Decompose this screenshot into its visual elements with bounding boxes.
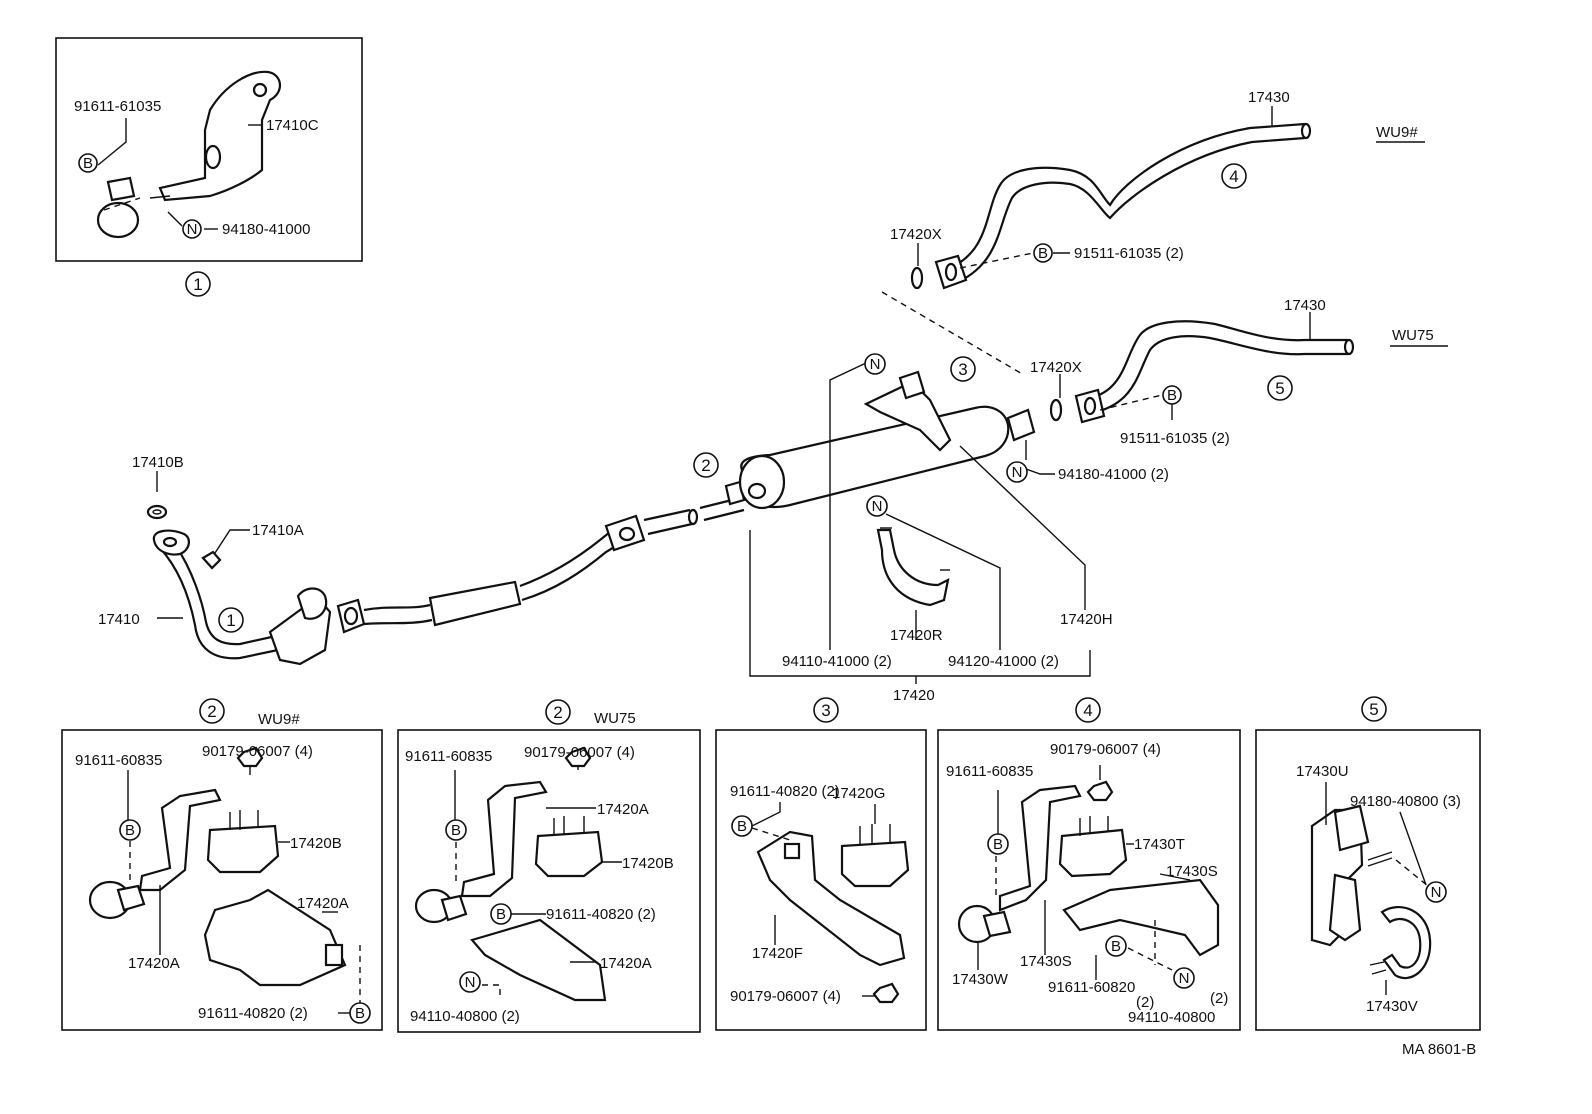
tailpipe-wu75: B 5 17420X 91511-61035 (2) 17430 WU75 xyxy=(1030,297,1448,447)
circled-number-2: 2 xyxy=(207,702,216,721)
bolt-symbol: B xyxy=(1167,387,1177,404)
part-label: 17420B xyxy=(290,835,342,852)
part-label: 17420A xyxy=(297,895,349,912)
part-label-17420X: 17420X xyxy=(890,226,942,243)
part-label: 90179-06007 (4) xyxy=(524,744,635,761)
detail-2-wu75-panel: 2 WU75 B B N 91611-60835 90179-06007 (4)… xyxy=(397,699,701,1033)
part-label-91611-61035: 91611-61035 xyxy=(74,98,161,115)
part-label-17420X: 17420X xyxy=(1030,359,1082,376)
part-label-91511-61035: 91511-61035 (2) xyxy=(1120,430,1230,447)
detail-1-frame xyxy=(55,37,363,262)
part-label: 91611-60820 xyxy=(1048,979,1135,996)
part-label: 90179-06007 (4) xyxy=(730,988,841,1005)
tailpipe-wu9: B 4 17420X 91511-61035 (2) 17430 WU9# xyxy=(881,89,1425,376)
nut-symbol: N xyxy=(872,498,883,515)
bolt-symbol: B xyxy=(1111,938,1121,955)
part-label: 17430S xyxy=(1166,863,1218,880)
circled-number-4: 4 xyxy=(1083,701,1092,720)
detail-5-panel: 5 N 17430U 94180-40800 (3) 17430V xyxy=(1255,696,1481,1031)
part-label: 90179-06007 (4) xyxy=(202,743,313,760)
part-label-17430: 17430 xyxy=(1284,297,1326,314)
nut-symbol: N xyxy=(870,356,881,373)
circled-number-2: 2 xyxy=(553,703,562,722)
variant-label-wu75: WU75 xyxy=(1392,327,1434,344)
part-label: 17430V xyxy=(1366,998,1418,1015)
detail-5-frame xyxy=(1255,729,1481,1031)
part-label-17420R: 17420R xyxy=(890,627,943,644)
bolt-symbol: B xyxy=(355,1005,365,1022)
part-label-94180-41000: 94180-41000 (2) xyxy=(1058,466,1169,483)
nut-symbol: N xyxy=(1012,464,1023,481)
circled-number-1: 1 xyxy=(226,611,235,630)
circled-number-2: 2 xyxy=(701,456,710,475)
part-label-94180-41000: 94180-41000 xyxy=(222,221,310,238)
part-label: 91611-60835 xyxy=(946,763,1033,780)
bolt-symbol: B xyxy=(993,836,1003,853)
part-label: 91611-40820 (2) xyxy=(730,783,840,800)
part-label: 94110-40800 xyxy=(1128,1009,1215,1026)
bolt-symbol: B xyxy=(125,822,135,839)
detail-2-wu9-frame xyxy=(61,729,383,1031)
variant-label-wu9: WU9# xyxy=(1376,124,1418,141)
circled-number-5: 5 xyxy=(1369,700,1378,719)
circled-number-5: 5 xyxy=(1275,379,1284,398)
part-label-17410: 17410 xyxy=(98,611,140,628)
part-label: 17420A xyxy=(128,955,180,972)
part-label: (2) xyxy=(1210,990,1228,1007)
part-label-94110-41000: 94110-41000 (2) xyxy=(782,653,892,670)
nut-symbol: N xyxy=(1179,970,1190,987)
bolt-symbol: B xyxy=(451,822,461,839)
detail-1-inset: B N 91611-61035 17410C 94180-41000 xyxy=(55,37,363,262)
part-label: (2) xyxy=(1136,994,1154,1011)
part-label: 17430S xyxy=(1020,953,1072,970)
part-label: 17430U xyxy=(1296,763,1349,780)
part-label: 17420B xyxy=(622,855,674,872)
part-label-91511-61035: 91511-61035 (2) xyxy=(1074,245,1184,262)
main-exhaust-assembly: N N N 3 2 1 17410B 17410A 17410 94180-41… xyxy=(98,353,1169,704)
detail-2-wu9-panel: 2 WU9# B B 91611-60835 90179-06007 (4) 1… xyxy=(61,698,383,1031)
part-label: 94180-40800 (3) xyxy=(1350,793,1461,810)
part-label-17410C: 17410C xyxy=(266,117,319,134)
part-label: 91611-40820 (2) xyxy=(198,1005,308,1022)
part-label: 91611-60835 xyxy=(75,752,162,769)
part-label-17410B: 17410B xyxy=(132,454,184,471)
part-label: 17420G xyxy=(832,785,885,802)
part-label: 17420A xyxy=(597,801,649,818)
part-label: 94110-40800 (2) xyxy=(410,1008,520,1025)
circled-number-1: 1 xyxy=(193,275,202,294)
bolt-symbol: B xyxy=(1038,245,1048,262)
circled-number-3: 3 xyxy=(958,360,967,379)
part-label-17420H: 17420H xyxy=(1060,611,1113,628)
part-label-17430: 17430 xyxy=(1248,89,1290,106)
circled-number-4: 4 xyxy=(1229,167,1238,186)
part-label: 90179-06007 (4) xyxy=(1050,741,1161,758)
document-id: MA 8601-B xyxy=(1402,1041,1476,1058)
detail-3-panel: 3 B 91611-40820 (2) 17420G 17420F 90179-… xyxy=(715,697,927,1031)
detail-4-frame xyxy=(937,729,1241,1031)
part-label: 91611-60835 xyxy=(405,748,492,765)
part-label: 17430W xyxy=(952,971,1009,988)
circled-number-3: 3 xyxy=(821,701,830,720)
bolt-symbol: B xyxy=(496,906,506,923)
bolt-symbol: B xyxy=(83,155,93,172)
nut-symbol: N xyxy=(1431,884,1442,901)
bolt-symbol: B xyxy=(737,818,747,835)
detail-4-panel: 4 B B N 90179-06007 (4) 91611-60835 1743… xyxy=(937,697,1241,1031)
variant-label: WU75 xyxy=(594,710,636,727)
part-label-17420: 17420 xyxy=(893,687,935,704)
nut-symbol: N xyxy=(465,974,476,991)
detail-2-wu75-frame xyxy=(397,729,701,1033)
part-label: 17430T xyxy=(1134,836,1185,853)
part-label: 91611-40820 (2) xyxy=(546,906,656,923)
detail-3-frame xyxy=(715,729,927,1031)
part-label-94120-41000: 94120-41000 (2) xyxy=(948,653,1059,670)
part-label: 17420F xyxy=(752,945,803,962)
bracket-17410C xyxy=(158,70,281,202)
nut-symbol: N xyxy=(187,221,198,238)
part-label-17410A: 17410A xyxy=(252,522,304,539)
part-label: 17420A xyxy=(600,955,652,972)
variant-label: WU9# xyxy=(258,711,300,728)
